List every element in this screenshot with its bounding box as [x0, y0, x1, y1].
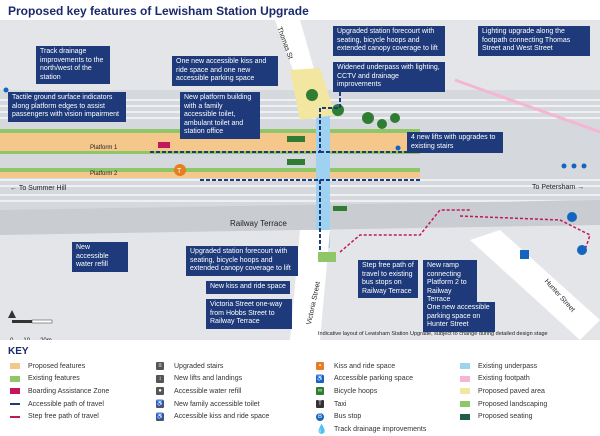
- underpass: [316, 108, 330, 248]
- paved-area-swatch: [460, 388, 470, 395]
- platform-2: [0, 168, 420, 172]
- seating-swatch: [460, 413, 470, 420]
- key-item: Step free path of travel: [10, 410, 109, 423]
- callout-accessible-kiss-parking: One new accessible kiss and ride space a…: [172, 56, 278, 86]
- petersham-label: To Petersham →: [532, 184, 585, 191]
- key-item: ▪Kiss and ride space: [316, 360, 426, 373]
- callout-new-lifts: 4 new lifts with upgrades to existing st…: [407, 132, 503, 153]
- kiss-ride-space-icon: ▪: [316, 362, 324, 371]
- taxi-icon: T: [316, 400, 324, 409]
- forecourt-south-landscaping: [318, 252, 336, 262]
- boarding-zone: [158, 142, 170, 148]
- lift-icon: ↕: [156, 374, 164, 383]
- key-item: Proposed landscaping: [460, 398, 547, 411]
- existing-footpath: [454, 78, 600, 134]
- parking-icon: ♿: [316, 374, 324, 383]
- key-item: ♿Accessible parking space: [316, 374, 413, 383]
- hunter-st-road: [470, 230, 600, 340]
- kiss-ride-icon: ♿: [156, 412, 164, 421]
- key-item: Existing underpass: [460, 360, 547, 373]
- platform-1-lift: [287, 136, 305, 142]
- water-refill-icon: ●: [156, 387, 164, 396]
- toilet-icon: ♿: [156, 400, 164, 409]
- callout-platform-building: New platform building with a family acce…: [180, 92, 260, 139]
- summer-hill-label: ← To Summer Hill: [10, 185, 67, 192]
- platform-2-lift: [287, 159, 305, 165]
- callout-hunter-parking: One new accessible parking space on Hunt…: [423, 302, 495, 332]
- key-item: ●Accessible water refill: [156, 385, 269, 398]
- bus-stop-icon: B: [316, 412, 324, 421]
- key-item: Existing features: [10, 373, 109, 386]
- scale-bar-labels: 0 10 20m: [10, 338, 52, 340]
- callout-underpass: Widened underpass with lighting, CCTV an…: [333, 62, 445, 92]
- boarding-zone-swatch: [10, 388, 20, 395]
- indicative-note: Indicative layout of Lewisham Station Up…: [318, 331, 548, 337]
- key-item: Existing footpath: [460, 373, 547, 386]
- platform-2-label: Platform 2: [90, 171, 118, 177]
- key-item: 💧Track drainage improvements: [316, 424, 427, 435]
- step-free-path-swatch: [10, 415, 20, 418]
- key-item: Accessible path of travel: [10, 398, 109, 411]
- bicycle-icon: ∞: [316, 387, 324, 396]
- key-item: ↕New lifts and landings: [156, 373, 269, 386]
- callout-track-drainage: Track drainage improvements to the north…: [36, 46, 110, 84]
- drainage-icon: 💧: [316, 424, 328, 435]
- accessible-path: [150, 78, 420, 252]
- key-column-3: ▪Kiss and ride space ♿Accessible parking…: [316, 360, 426, 436]
- proposed-features-swatch: [10, 363, 20, 370]
- station-map: T Thomas St Platform 1 Platform 2 ← To S…: [0, 20, 600, 340]
- key-item: Proposed paved area: [460, 385, 547, 398]
- footpath-swatch: [460, 375, 470, 382]
- key-column-4: Existing underpass Existing footpath Pro…: [460, 360, 547, 423]
- landscaping-swatch: [460, 401, 470, 408]
- key-item: ♿New family accessible toilet: [156, 400, 260, 409]
- stairs-icon: ≡: [156, 362, 164, 371]
- drainage-icon: [3, 87, 587, 169]
- key-item: ♿Accessible kiss and ride space: [156, 412, 270, 421]
- callout-forecourt-south: Upgraded station forecourt with seating,…: [186, 246, 298, 276]
- landscaping-trees: [306, 89, 400, 129]
- key-column-1: Proposed features Existing features Boar…: [10, 360, 109, 423]
- key-item: Boarding Assistance Zone: [10, 385, 109, 398]
- taxi-icon: [174, 164, 186, 176]
- key-column-2: ≡Upgraded stairs ↕New lifts and landings…: [156, 360, 269, 423]
- callout-forecourt-north: Upgraded station forecourt with seating,…: [333, 26, 445, 56]
- platform-1: [0, 132, 420, 152]
- parking-icon: [520, 250, 529, 259]
- railway-terrace-label: Railway Terrace: [230, 219, 287, 228]
- existing-features-swatch: [10, 375, 20, 382]
- key-title: KEY: [8, 346, 29, 357]
- north-arrow-icon: [8, 310, 16, 318]
- svg-text:T: T: [177, 168, 182, 175]
- key-item: Proposed features: [10, 360, 109, 373]
- key-item: ≡Upgraded stairs: [156, 360, 269, 373]
- callout-water-refill: New accessible water refill: [72, 242, 128, 272]
- key-item: Proposed seating: [460, 410, 547, 423]
- railway-terrace-road: [0, 200, 600, 235]
- platform-1-label: Platform 1: [90, 145, 118, 151]
- key-item: ∞Bicycle hoops: [316, 387, 378, 396]
- step-free-path: [339, 209, 591, 253]
- accessible-path-swatch: [10, 403, 20, 406]
- callout-victoria-oneway: Victoria Street one-way from Hobbs Stree…: [206, 299, 292, 329]
- callout-lighting: Lighting upgrade along the footpath conn…: [478, 26, 590, 56]
- bus-stop-icon: [567, 212, 577, 222]
- underpass-swatch: [460, 363, 470, 370]
- page-title: Proposed key features of Lewisham Statio…: [8, 4, 309, 18]
- callout-tactile: Tactile ground surface indicators along …: [8, 92, 126, 122]
- callout-new-ramp: New ramp connecting Platform 2 to Railwa…: [423, 260, 477, 307]
- callout-step-free-path: Step free path of travel to existing bus…: [358, 260, 418, 298]
- bus-stop-icon-2: [577, 245, 587, 255]
- callout-new-kiss-ride: New kiss and ride space: [206, 281, 290, 294]
- lift-south: [333, 206, 347, 211]
